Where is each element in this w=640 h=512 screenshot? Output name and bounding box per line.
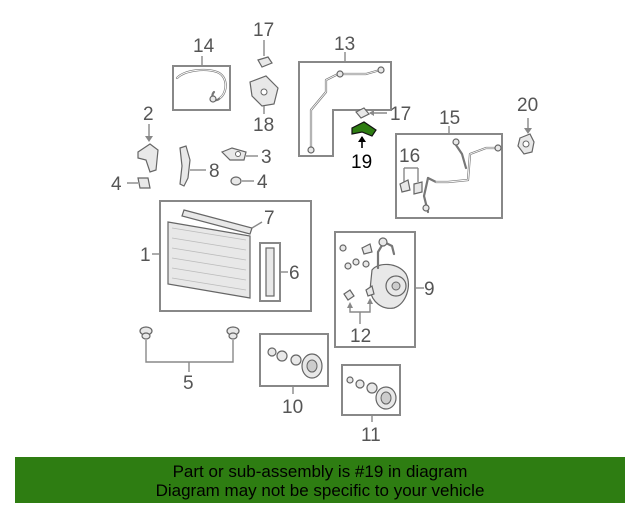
part-16-valve-group[interactable] [399, 167, 423, 195]
callout-9: 9 [424, 279, 435, 300]
banner-line-1: Part or sub-assembly is #19 in diagram [172, 462, 468, 481]
part-19-highlighted-bracket[interactable] [351, 121, 377, 148]
callout-3: 3 [261, 147, 272, 168]
callout-1: 1 [140, 245, 151, 266]
part-1-condenser-group[interactable] [152, 200, 312, 312]
callout-6: 6 [289, 263, 300, 284]
part-3-clip[interactable] [220, 147, 258, 161]
part-17-clip[interactable] [257, 40, 273, 68]
callout-14: 14 [193, 36, 215, 57]
callout-5: 5 [183, 373, 194, 394]
info-banner: Part or sub-assembly is #19 in diagram D… [15, 457, 625, 503]
callout-19: 19 [351, 152, 372, 173]
callout-17-top: 17 [253, 20, 274, 41]
part-5-mount-group[interactable] [139, 326, 240, 372]
part-4-right-grommet[interactable] [230, 176, 254, 186]
callout-2: 2 [143, 104, 154, 125]
part-6-receiver-group[interactable] [259, 242, 288, 302]
part-17-clip-mid[interactable] [355, 107, 387, 119]
part-8-bracket[interactable] [179, 145, 206, 187]
part-4-left-grommet[interactable] [127, 177, 151, 189]
callout-20: 20 [517, 95, 538, 116]
part-13-pipe-group[interactable] [298, 52, 392, 157]
part-9-compressor-group[interactable] [334, 231, 424, 348]
part-15-pipe-group[interactable] [395, 126, 503, 219]
callout-13: 13 [334, 34, 355, 55]
callout-18: 18 [253, 115, 274, 136]
part-12-valve-group[interactable] [343, 285, 375, 324]
banner-line-2: Diagram may not be specific to your vehi… [155, 481, 485, 500]
part-7-seal-strip[interactable] [181, 209, 263, 235]
part-2-bracket[interactable] [137, 124, 159, 173]
callout-16: 16 [399, 146, 420, 167]
part-20-sensor[interactable] [517, 118, 535, 155]
callout-12: 12 [350, 326, 371, 347]
callout-7: 7 [264, 208, 275, 229]
callout-10: 10 [282, 397, 303, 418]
part-10-clutch-group[interactable] [259, 333, 329, 394]
callout-11: 11 [361, 425, 381, 446]
parts-diagram: 14 17 18 13 17 19 [111, 20, 538, 446]
part-11-pulley-group[interactable] [341, 364, 401, 422]
part-14-hose-group[interactable] [172, 56, 231, 111]
callout-4-left: 4 [111, 174, 122, 195]
callout-4-right: 4 [257, 172, 268, 193]
callout-8: 8 [209, 161, 220, 182]
callout-17-mid: 17 [390, 104, 411, 125]
part-18-bracket[interactable] [249, 75, 279, 114]
callout-15: 15 [439, 108, 460, 129]
